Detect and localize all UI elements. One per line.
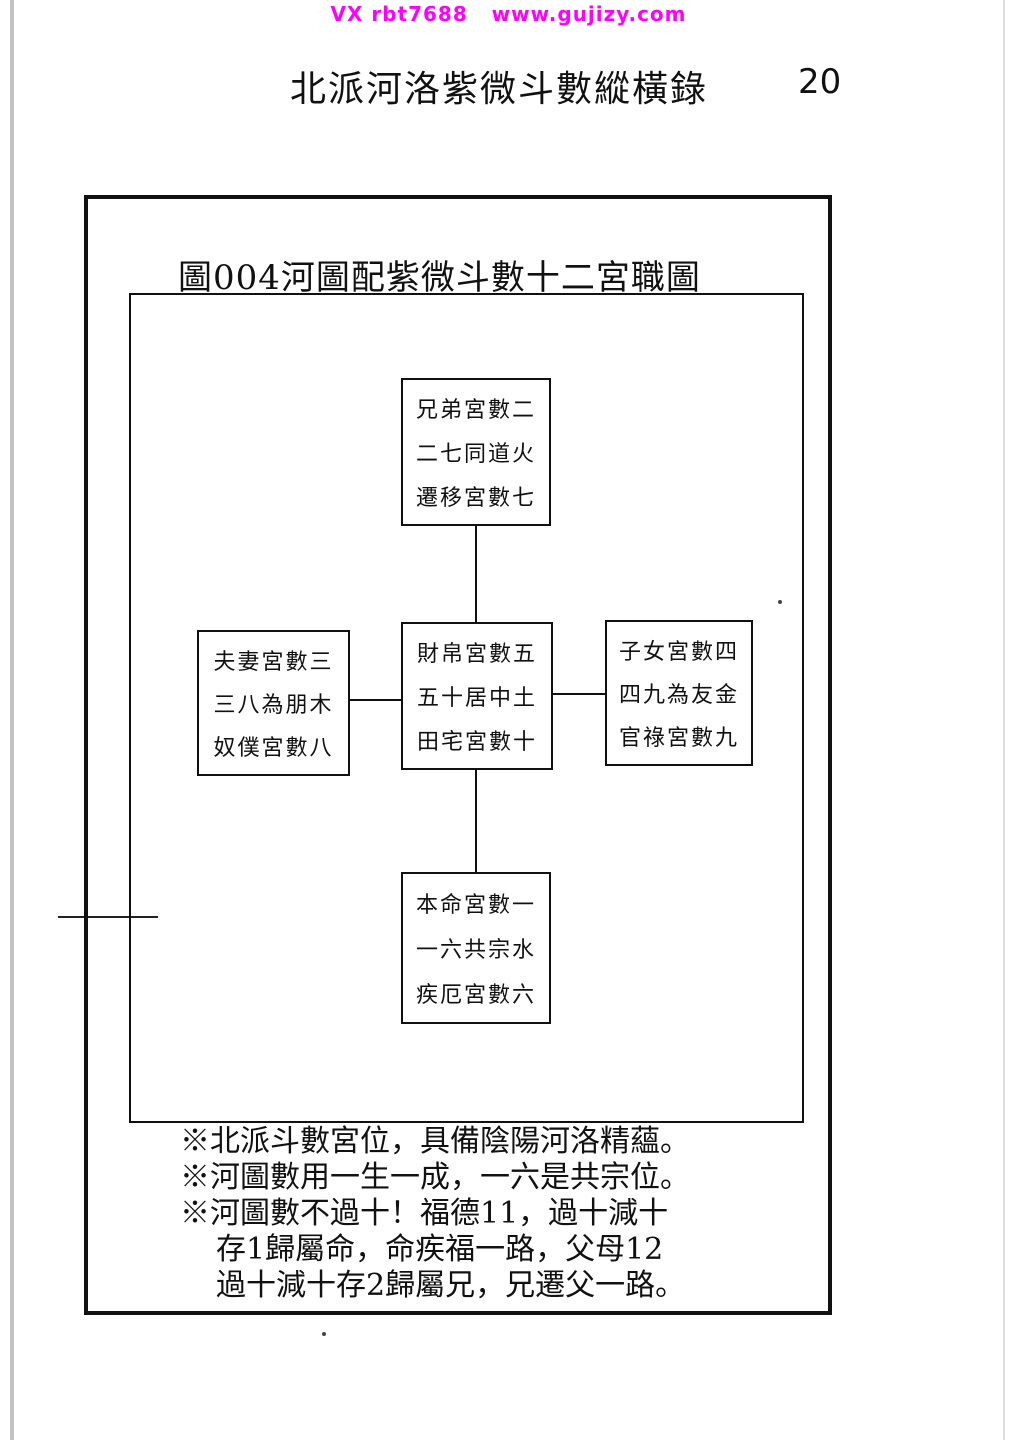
figure-notes: ※北派斗數宮位，具備陰陽河洛精蘊。 ※河圖數用一生一成，一六是共宗位。 ※河圖數… <box>180 1124 780 1304</box>
note-line: ※河圖數不過十！福德11，過十減十 <box>180 1196 669 1231</box>
connector-bottom <box>475 770 477 872</box>
box-line: 奴僕宮數八 <box>213 736 334 762</box>
note-line: 過十減十存2歸屬兄，兄遷父一路。 <box>216 1268 686 1303</box>
box-line: 五十居中土 <box>416 686 537 711</box>
palace-box-left: 夫妻宮數三 三八為朋木 奴僕宮數八 <box>197 630 350 776</box>
palace-box-top: 兄弟宮數二 二七同道火 遷移宮數七 <box>401 378 551 526</box>
palace-box-bottom: 本命宮數一 一六共宗水 疾厄宮數六 <box>401 872 551 1024</box>
connector-top <box>475 526 477 622</box>
scan-shadow-left <box>10 0 14 1440</box>
box-line: 子女宮數四 <box>618 639 739 665</box>
box-line: 三八為朋木 <box>213 692 334 718</box>
connector-right <box>553 693 605 695</box>
note-line: ※河圖數用一生一成，一六是共宗位。 <box>180 1160 690 1195</box>
figure-outer-frame <box>84 195 832 1315</box>
palace-box-right: 子女宮數四 四九為友金 官祿宮數九 <box>605 620 753 766</box>
page-number: 20 <box>798 62 842 102</box>
note-line: 存1歸屬命，命疾福一路，父母12 <box>216 1232 664 1267</box>
figure-inner-frame <box>129 293 804 1123</box>
palace-box-center: 財帛宮數五 五十居中土 田宅宮數十 <box>401 622 553 770</box>
box-line: 夫妻宮數三 <box>213 649 334 675</box>
box-line: 一六共宗水 <box>415 937 536 963</box>
box-line: 二七同道火 <box>415 442 536 467</box>
figure-title: 圖004河圖配紫微斗數十二宮職圖 <box>178 258 701 298</box>
box-line: 疾厄宮數六 <box>415 983 536 1009</box>
scan-speck <box>778 600 782 604</box>
box-line: 本命宮數一 <box>415 892 536 918</box>
connector-left <box>350 699 401 701</box>
scan-shadow-right <box>1003 0 1005 1440</box>
page-header-title: 北派河洛紫微斗數縱橫錄 <box>290 69 709 110</box>
scan-speck <box>322 1332 326 1336</box>
box-line: 財帛宮數五 <box>416 642 537 667</box>
box-line: 兄弟宮數二 <box>415 398 536 423</box>
box-line: 田宅宮數十 <box>416 730 537 755</box>
box-line: 遷移宮數七 <box>415 486 536 511</box>
watermark: VX rbt7688 www.gujizy.com <box>330 2 687 26</box>
box-line: 官祿宮數九 <box>618 726 739 752</box>
box-line: 四九為友金 <box>618 682 739 708</box>
margin-dash-mark <box>58 916 158 918</box>
note-line: ※北派斗數宮位，具備陰陽河洛精蘊。 <box>180 1124 690 1159</box>
